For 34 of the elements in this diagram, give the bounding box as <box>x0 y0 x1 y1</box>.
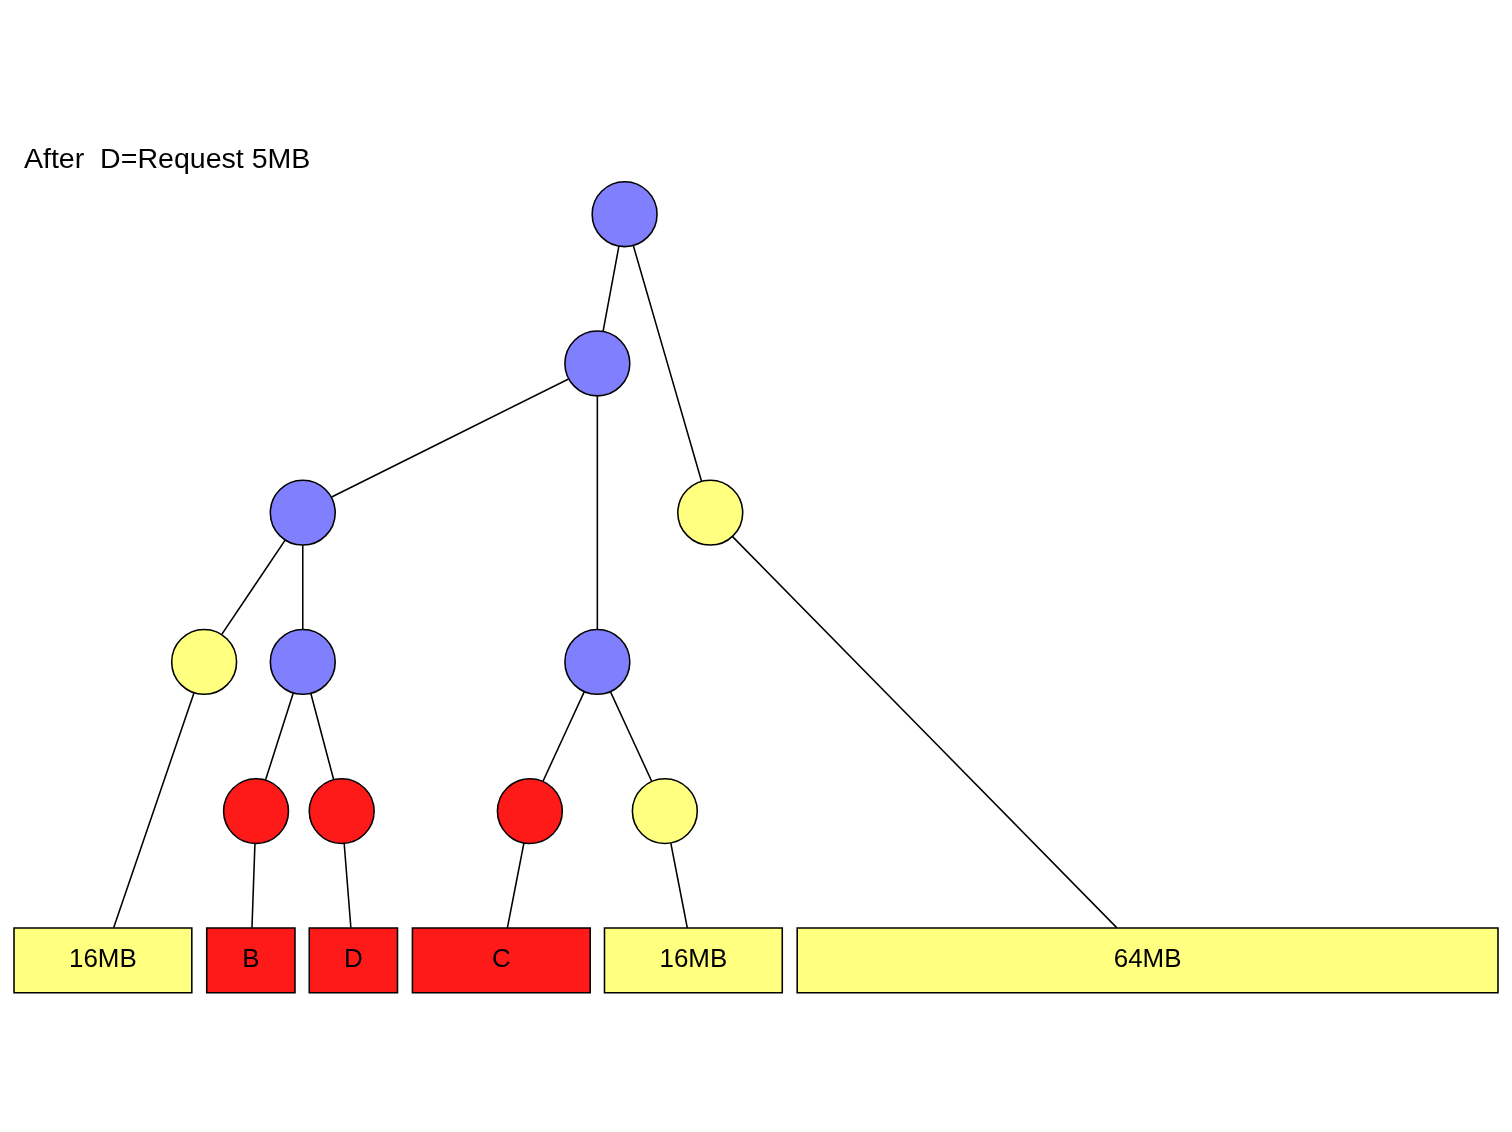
connector <box>112 691 195 928</box>
node-circle <box>269 478 336 546</box>
connector <box>302 544 304 630</box>
node-circle <box>564 329 631 397</box>
connector <box>670 841 689 929</box>
connector <box>542 690 585 782</box>
connector <box>310 692 335 780</box>
node-circle <box>564 628 631 695</box>
node-circle <box>269 628 336 695</box>
node-box: 16MB <box>603 926 784 994</box>
node-box: B <box>205 926 296 994</box>
node-circle <box>677 478 744 546</box>
connector <box>596 395 599 630</box>
node-box: 64MB <box>796 926 1499 994</box>
connector <box>731 535 1118 929</box>
connector <box>264 691 294 781</box>
diagram-title: After D=Request 5MB <box>23 141 311 174</box>
connector <box>506 841 525 929</box>
connector <box>343 842 352 928</box>
node-circle <box>631 777 699 844</box>
connector <box>609 690 653 782</box>
connector <box>221 538 286 635</box>
connector <box>602 244 620 332</box>
node-circle <box>496 777 564 844</box>
node-circle <box>170 628 238 695</box>
connector <box>632 244 703 482</box>
connector <box>330 377 570 498</box>
node-box: D <box>308 926 399 994</box>
node-circle <box>222 777 290 844</box>
connector <box>251 842 256 928</box>
node-circle <box>591 180 658 247</box>
node-circle <box>308 777 375 844</box>
node-box: C <box>411 926 591 994</box>
node-box: 16MB <box>13 926 193 994</box>
